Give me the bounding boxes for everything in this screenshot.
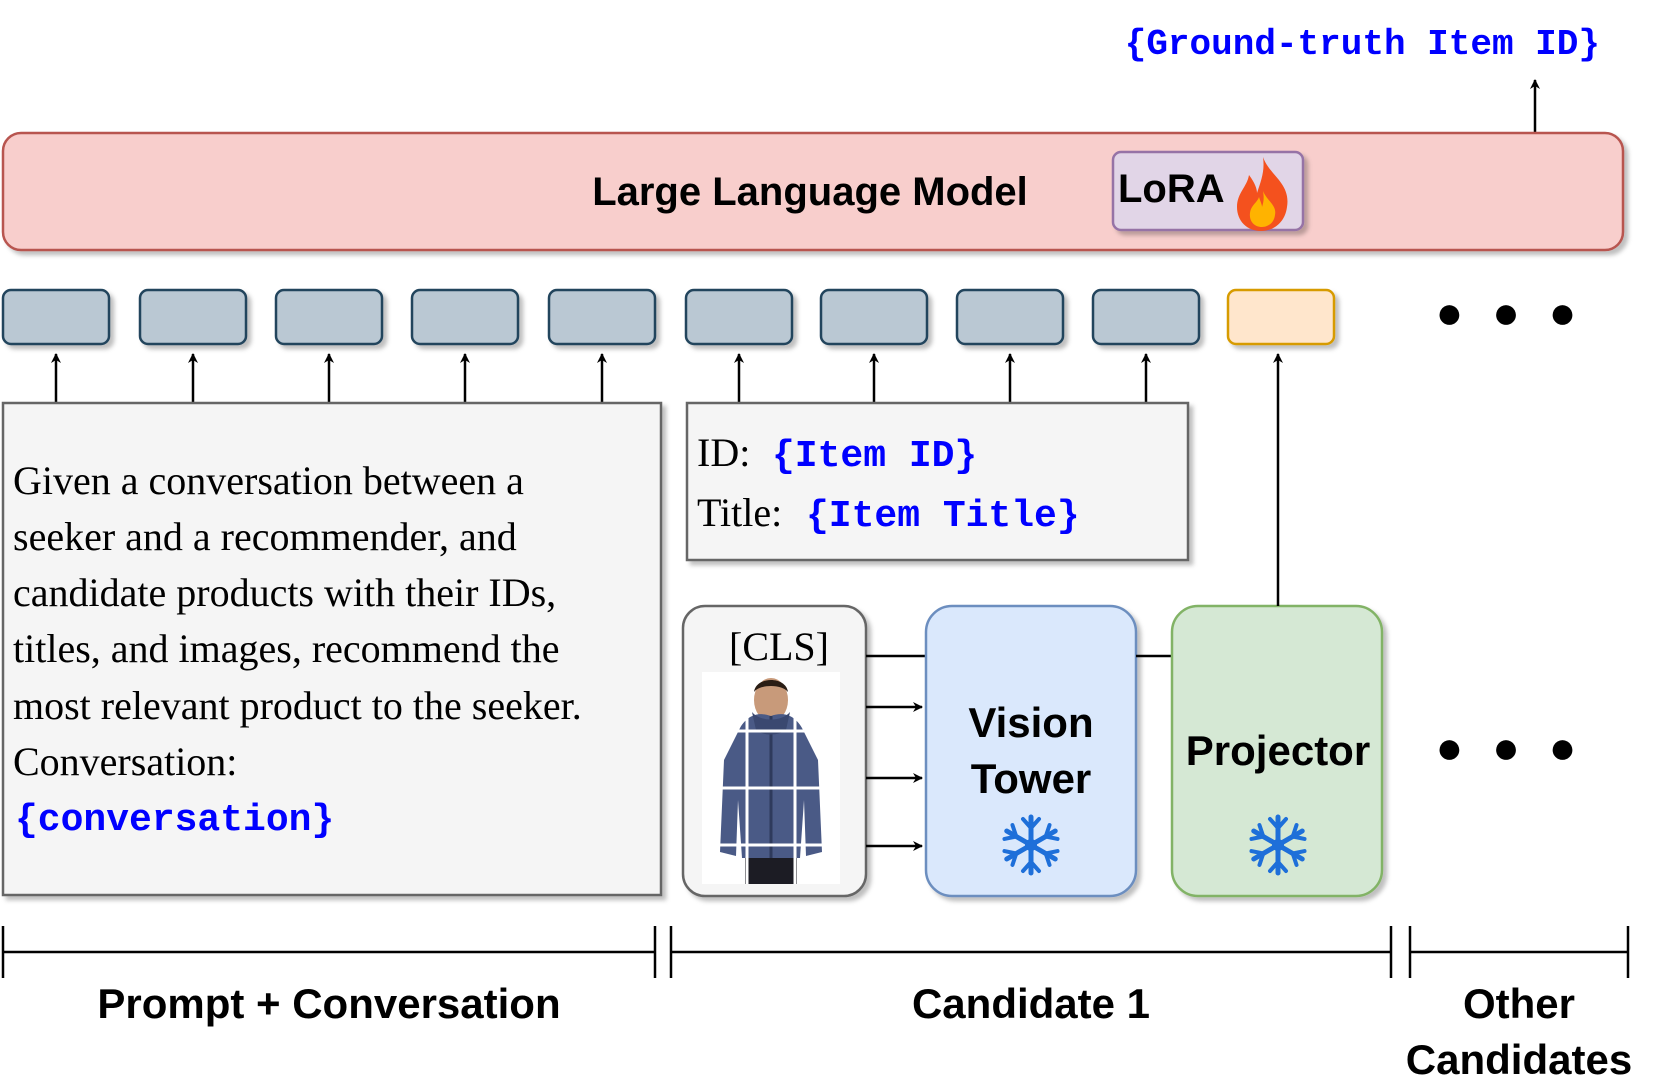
prompt-line: candidate products with their IDs,	[13, 570, 556, 615]
llm-block: Large Language Model LoRA	[1, 131, 1625, 252]
prompt-line: most relevant product to the seeker.	[13, 683, 582, 728]
segment-label-others-line1: Other	[1463, 980, 1575, 1027]
ellipsis-top: ● ● ●	[1436, 286, 1585, 338]
ellipsis-middle: ● ● ●	[1436, 721, 1585, 773]
prompt-line: Given a conversation between a	[13, 458, 524, 503]
prompt-box-bg	[1, 401, 663, 897]
ground-truth-item-id-label: {Ground-truth Item ID}	[1125, 24, 1600, 65]
image-token	[1226, 288, 1336, 346]
projector: Projector	[1170, 604, 1384, 898]
text-token	[547, 288, 657, 346]
image-card: [CLS]	[681, 604, 868, 898]
segment-label-candidate: Candidate 1	[912, 980, 1150, 1027]
image-patch-grid	[702, 672, 840, 884]
conversation-placeholder: {conversation}	[15, 799, 334, 842]
text-token	[1091, 288, 1201, 346]
fire-icon	[1237, 157, 1288, 231]
segment-label-prompt: Prompt + Conversation	[97, 980, 560, 1027]
item-title-label: Title:	[697, 490, 782, 535]
vision-tower-line1: Vision	[968, 699, 1093, 746]
lora-label: LoRA	[1118, 167, 1225, 211]
item-title-placeholder: {Item Title}	[806, 495, 1080, 538]
projector-label: Projector	[1186, 727, 1370, 774]
llm-title: Large Language Model	[592, 170, 1028, 214]
cls-token-label: [CLS]	[729, 624, 829, 669]
vision-tower: Vision Tower	[924, 604, 1138, 898]
text-token	[138, 288, 248, 346]
text-token	[684, 288, 794, 346]
text-token	[274, 288, 384, 346]
token-arrows	[51, 353, 1151, 403]
snowflake-icon	[1249, 814, 1307, 876]
prompt-line: seeker and a recommender, and	[13, 514, 517, 559]
text-token	[819, 288, 929, 346]
segment-brackets	[1, 926, 1630, 978]
text-token	[955, 288, 1065, 346]
prompt-text: Given a conversation between a seeker an…	[13, 458, 592, 784]
patch-arrows	[866, 654, 926, 851]
text-token	[410, 288, 520, 346]
prompt-line: titles, and images, recommend the	[13, 626, 560, 671]
text-token	[1, 288, 111, 346]
prompt-line: Conversation:	[13, 739, 237, 784]
item-id-placeholder: {Item ID}	[772, 435, 977, 478]
snowflake-icon	[1002, 814, 1060, 876]
prompt-box: Given a conversation between a seeker an…	[1, 401, 663, 897]
jacket-photo	[702, 672, 840, 884]
segment-label-others-line2: Candidates	[1406, 1036, 1632, 1083]
token-row	[1, 288, 1336, 346]
vision-tower-bg	[924, 604, 1138, 898]
vision-tower-line2: Tower	[971, 755, 1092, 802]
item-id-label: ID:	[697, 430, 750, 475]
item-info-box: ID: {Item ID} Title: {Item Title}	[685, 401, 1190, 562]
item-info-bg	[685, 401, 1190, 562]
